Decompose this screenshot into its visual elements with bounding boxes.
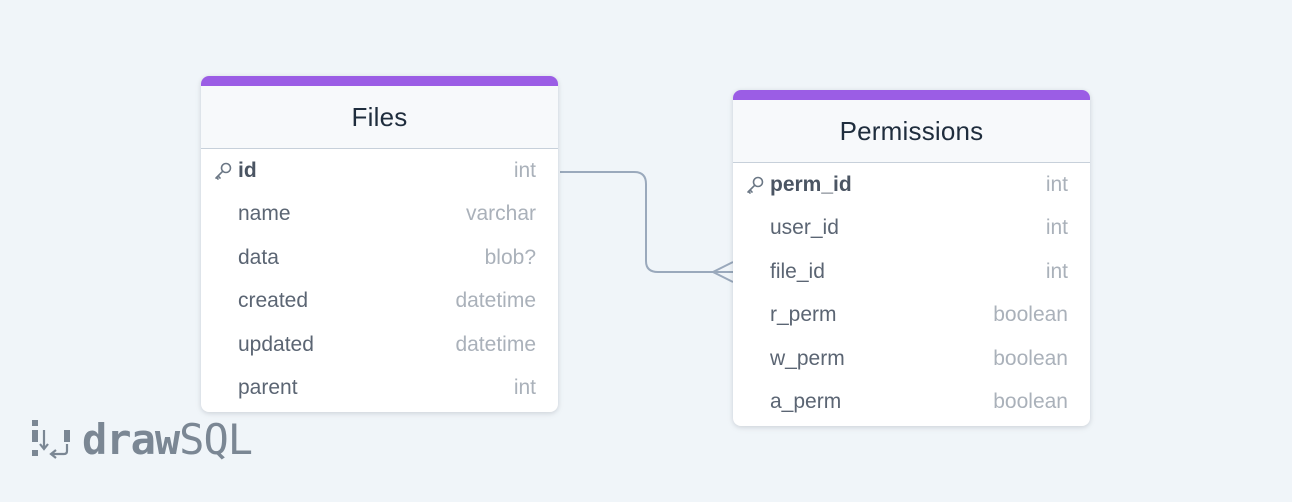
table-row[interactable]: user_id int — [733, 207, 1090, 251]
table-row[interactable]: a_perm boolean — [733, 381, 1090, 425]
table-accent-bar — [733, 90, 1090, 100]
key-icon — [215, 162, 232, 180]
table-row[interactable]: r_perm boolean — [733, 294, 1090, 338]
key-icon — [747, 176, 764, 194]
column-name: name — [238, 202, 291, 226]
logo-text-draw: draw — [82, 414, 180, 464]
column-type: boolean — [993, 303, 1068, 327]
logo-text-sql: SQL — [179, 414, 253, 464]
column-type: int — [1045, 172, 1068, 196]
column-type: int — [513, 376, 536, 400]
table-row[interactable]: updated datetime — [201, 323, 558, 367]
column-name: perm_id — [770, 172, 852, 196]
column-type: boolean — [993, 390, 1068, 414]
column-name: user_id — [770, 216, 839, 240]
table-title[interactable]: Permissions — [733, 100, 1090, 163]
table-row[interactable]: perm_id int — [733, 163, 1090, 207]
column-type: int — [1045, 259, 1068, 283]
table-title[interactable]: Files — [201, 86, 558, 149]
column-name: data — [238, 245, 279, 269]
table-accent-bar — [201, 76, 558, 86]
table-row[interactable]: parent int — [201, 367, 558, 411]
table-row[interactable]: w_perm boolean — [733, 337, 1090, 381]
table-row[interactable]: data blob? — [201, 236, 558, 280]
files-table[interactable]: Files id int name varchar data blob? cre… — [201, 76, 558, 412]
table-row[interactable]: name varchar — [201, 193, 558, 237]
table-row[interactable]: id int — [201, 149, 558, 193]
table-row[interactable]: created datetime — [201, 280, 558, 324]
column-name: id — [238, 158, 257, 182]
column-name: updated — [238, 332, 314, 356]
column-type: boolean — [993, 346, 1068, 370]
column-type: int — [513, 158, 536, 182]
column-name: parent — [238, 376, 298, 400]
column-name: a_perm — [770, 390, 842, 414]
logo-mark-icon — [32, 420, 70, 459]
table-row[interactable]: file_id int — [733, 250, 1090, 294]
column-name: file_id — [770, 259, 825, 283]
column-type: varchar — [465, 202, 536, 226]
column-type: datetime — [455, 332, 536, 356]
permissions-table[interactable]: Permissions perm_id int user_id int file… — [733, 90, 1090, 426]
column-name: w_perm — [770, 346, 845, 370]
column-type: datetime — [455, 289, 536, 313]
column-type: int — [1045, 216, 1068, 240]
column-name: created — [238, 289, 309, 313]
column-name: r_perm — [770, 303, 837, 327]
column-type: blob? — [484, 245, 536, 269]
